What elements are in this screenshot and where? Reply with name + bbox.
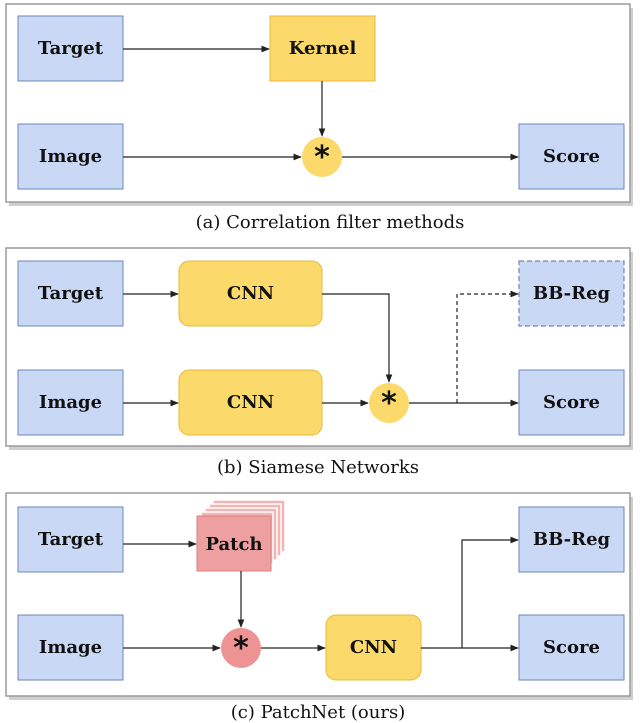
target-label-b: Target — [38, 283, 104, 304]
panel-c: Target Patch Image * CNN BB-Reg Score — [5, 492, 633, 700]
panel-a: Target Kernel Image * Score — [5, 3, 633, 206]
correlation-symbol-a: * — [314, 140, 330, 175]
kernel-label-a: Kernel — [289, 38, 357, 59]
target-label-a: Target — [38, 38, 104, 59]
image-box-b — [17, 369, 124, 436]
cnn-bottom-label-b: CNN — [227, 392, 274, 413]
score-label-b: Score — [543, 392, 600, 413]
bbreg-box-c — [518, 506, 625, 573]
image-label-b: Image — [39, 392, 102, 413]
correlation-op-a — [302, 137, 342, 177]
score-box-a — [518, 123, 625, 190]
correlation-op-b — [369, 383, 409, 423]
target-box-b — [17, 260, 124, 327]
cnn-label-c: CNN — [350, 637, 397, 658]
caption-c: (c) PatchNet (ours) — [231, 702, 405, 723]
image-label-a: Image — [39, 146, 102, 167]
correlation-op-c — [221, 628, 261, 668]
image-box-a — [17, 123, 124, 190]
score-box-b — [518, 369, 625, 436]
target-label-c: Target — [38, 529, 104, 550]
patch-label-c: Patch — [205, 534, 262, 555]
image-label-c: Image — [39, 637, 102, 658]
arrow-cnn-bbreg-c — [461, 536, 519, 648]
target-box-c — [17, 506, 124, 573]
patch-box-c — [196, 515, 272, 572]
caption-b: (b) Siamese Networks — [217, 457, 419, 478]
correlation-symbol-c: * — [233, 631, 249, 666]
kernel-box-a — [269, 15, 376, 82]
bbreg-label-b: BB-Reg — [533, 283, 611, 304]
target-box-a — [17, 15, 124, 82]
caption-a: (a) Correlation filter methods — [196, 212, 465, 233]
image-box-c — [17, 614, 124, 681]
arrow-cnn-top-op-b — [322, 293, 393, 383]
bbreg-box-b — [518, 260, 625, 327]
cnn-top-label-b: CNN — [227, 283, 274, 304]
panel-b: Target CNN Image CNN * BB-Reg Score — [5, 247, 633, 450]
bbreg-label-c: BB-Reg — [533, 529, 611, 550]
score-box-c — [518, 614, 625, 681]
score-label-c: Score — [543, 637, 600, 658]
score-label-a: Score — [543, 146, 600, 167]
patch-stack-c: Patch — [196, 499, 286, 572]
arrow-op-bbreg-b — [456, 290, 519, 403]
correlation-symbol-b: * — [381, 386, 397, 421]
